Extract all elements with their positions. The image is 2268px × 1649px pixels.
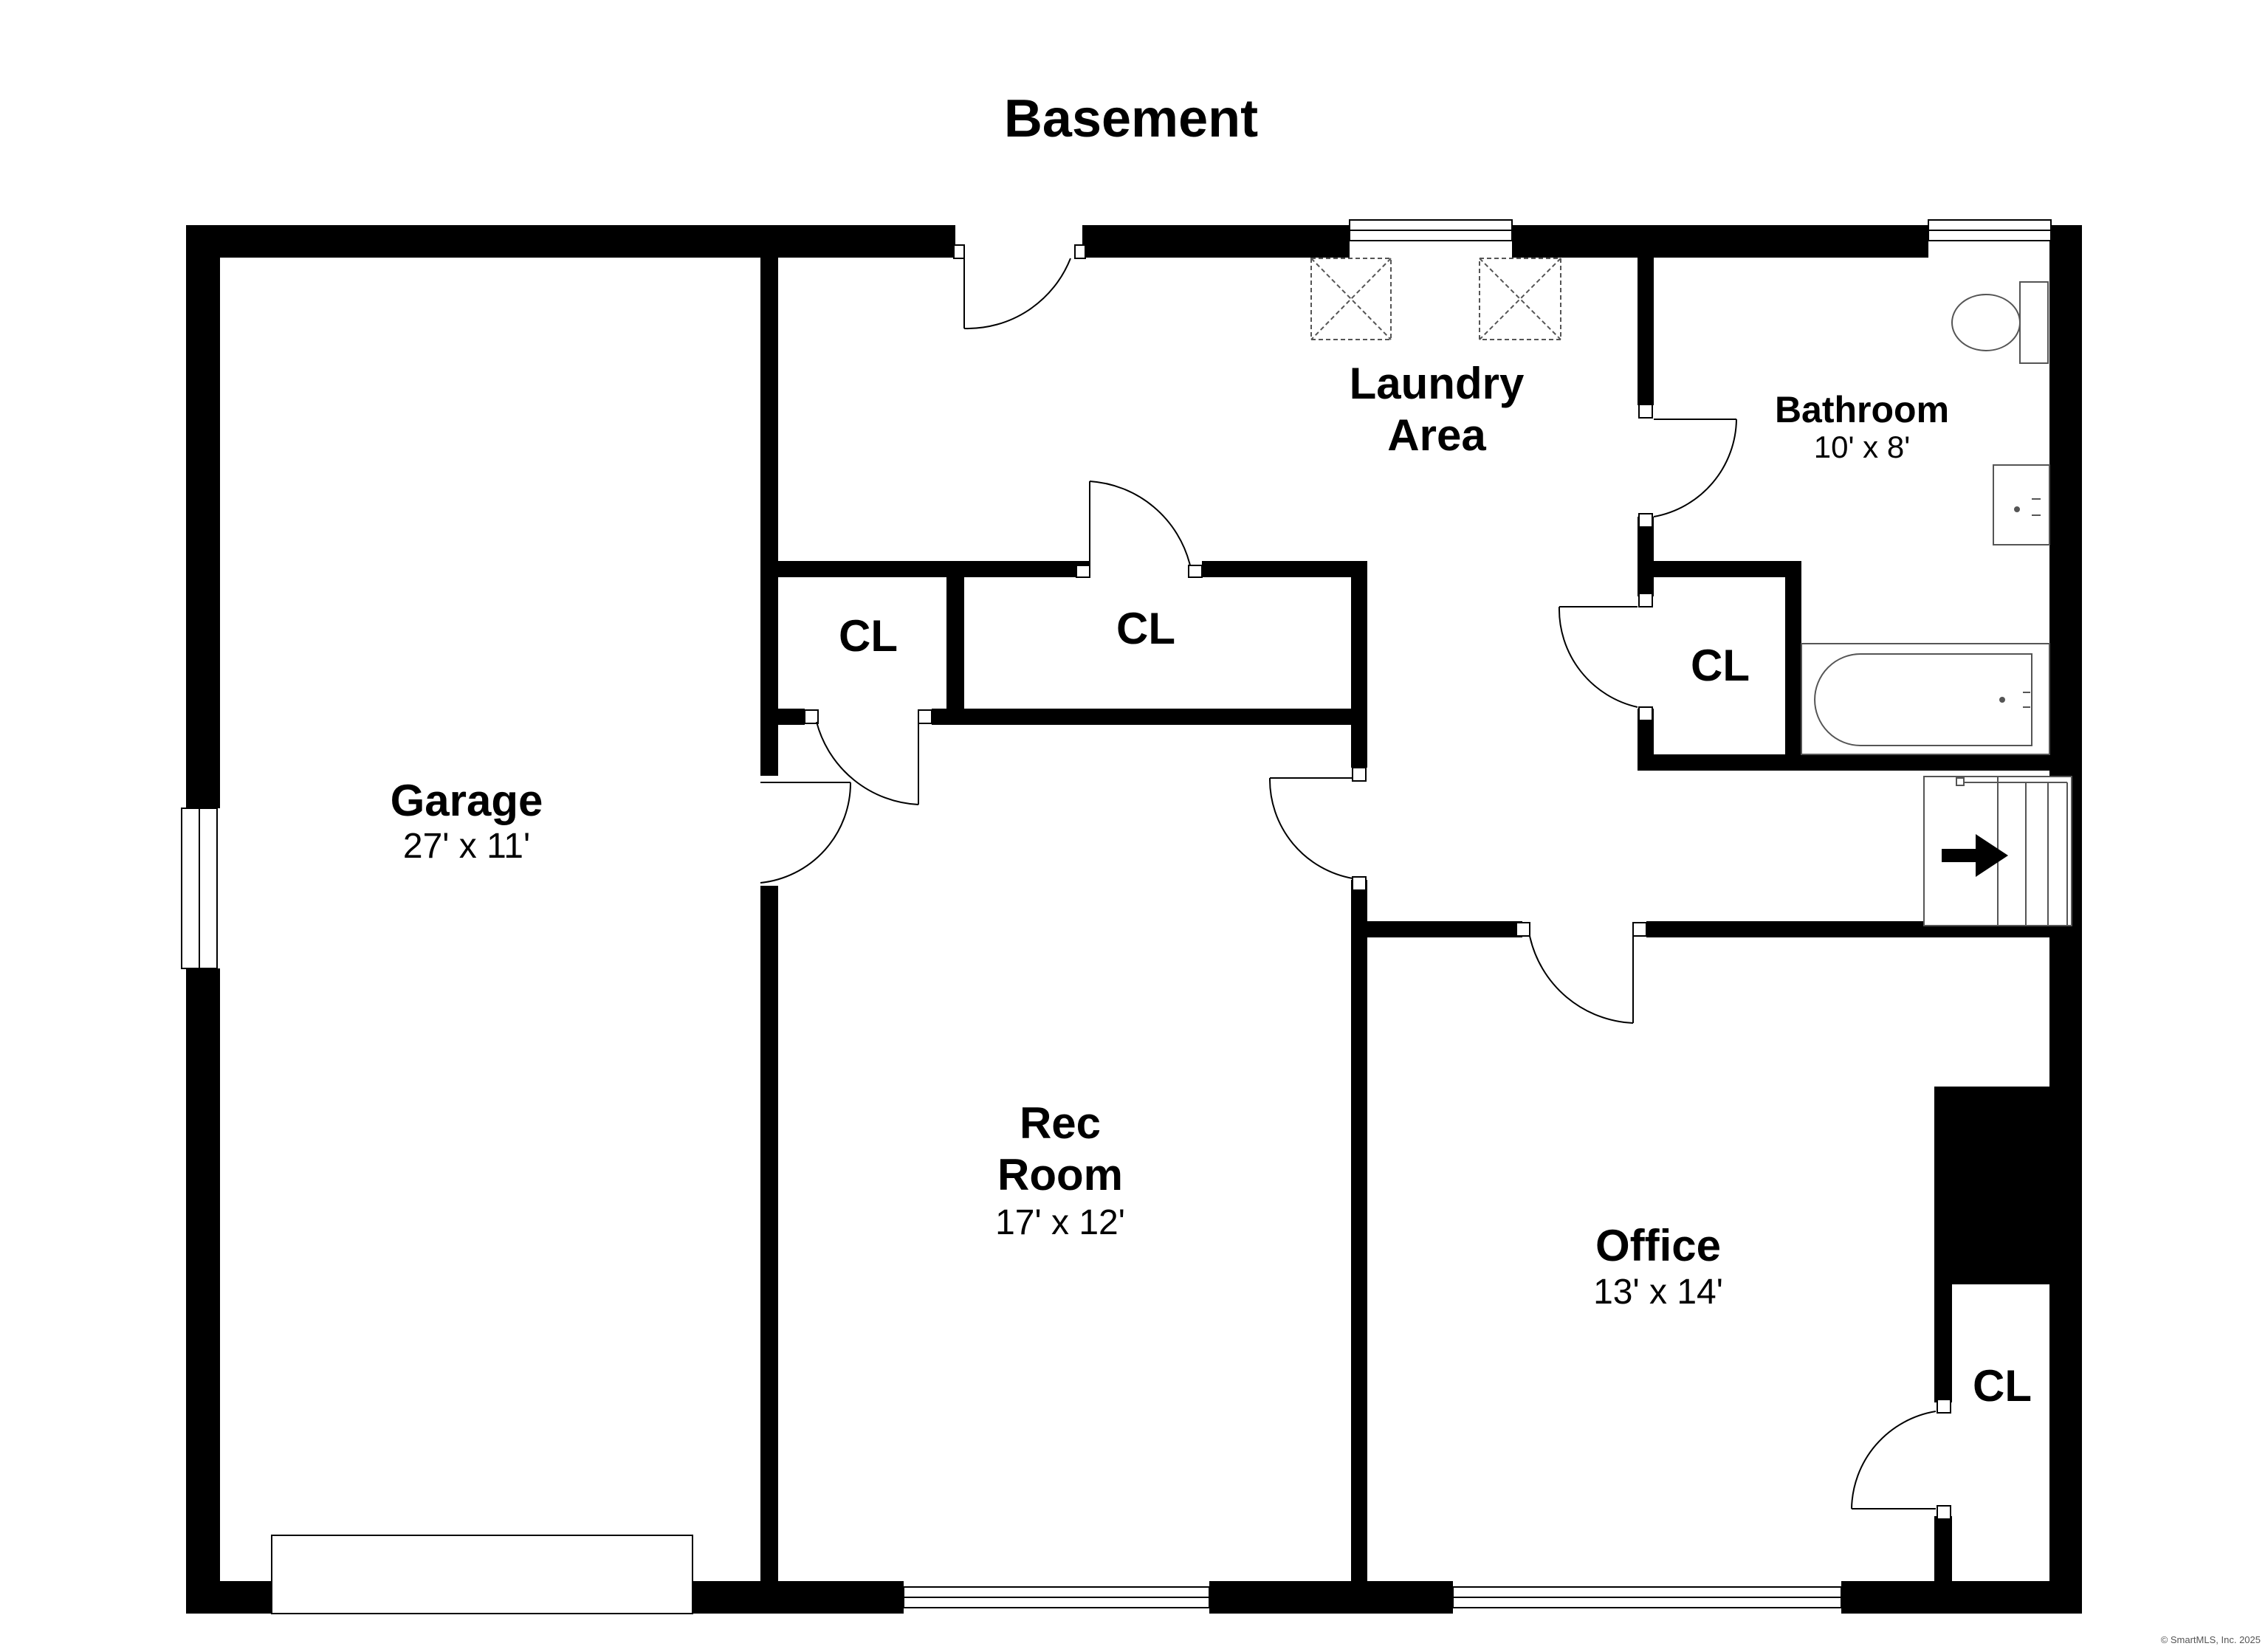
door-jambs — [804, 244, 1951, 1520]
laundry-label-line1: Laundry — [1350, 359, 1525, 408]
rec-room-dims: 17' x 12' — [995, 1203, 1125, 1242]
garage-dims: 27' x 11' — [403, 827, 530, 866]
dryer-icon — [1479, 258, 1561, 340]
closet-label-4: CL — [1973, 1361, 2032, 1411]
copyright: © SmartMLS, Inc. 2025 — [2161, 1634, 2261, 1645]
closet-label-1: CL — [839, 611, 898, 661]
exterior-walls — [186, 225, 2082, 1614]
laundry-label-line2: Area — [1387, 410, 1486, 460]
bathroom-label: Bathroom — [1775, 389, 1949, 430]
closet-label-3: CL — [1691, 641, 1750, 690]
windows — [181, 219, 2052, 1614]
closet-label-2: CL — [1116, 604, 1175, 653]
door-swings — [760, 258, 1937, 1509]
bathroom-dims: 10' x 8' — [1814, 430, 1910, 464]
office-dims: 13' x 14' — [1593, 1273, 1723, 1312]
office-label: Office — [1595, 1221, 1721, 1270]
washer-icon — [1310, 258, 1392, 340]
garage-door — [271, 1535, 693, 1614]
bathtub-icon — [1801, 643, 2050, 755]
toilet-icon — [1951, 281, 2049, 364]
plan-title: Basement — [1004, 89, 1258, 148]
rec-room-label-line2: Room — [997, 1150, 1123, 1199]
garage-label: Garage — [391, 776, 543, 825]
rec-room-label-line1: Rec — [1020, 1098, 1101, 1148]
interior-walls — [760, 258, 2049, 1581]
stairs-arrow-icon — [1942, 834, 2008, 877]
sink-icon — [1993, 464, 2050, 545]
